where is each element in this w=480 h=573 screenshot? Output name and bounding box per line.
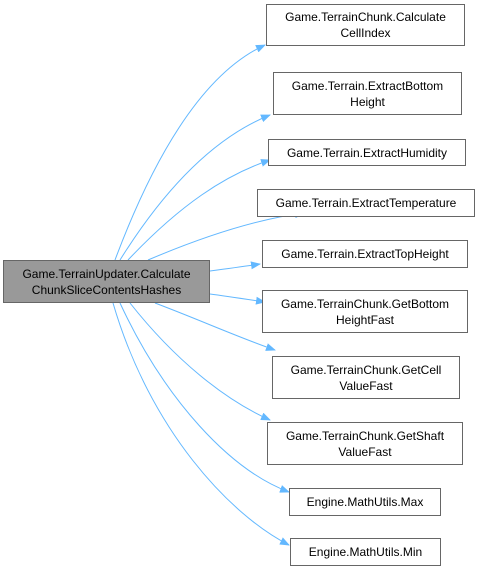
callee-node-line2: CellIndex <box>340 26 391 40</box>
callee-node-extract-bottom-height[interactable]: Game.Terrain.ExtractBottom Height <box>273 72 462 115</box>
callee-node-line1: Engine.MathUtils.Min <box>308 545 423 559</box>
callee-node-line1: Game.TerrainChunk.GetBottom <box>280 296 450 311</box>
callee-node-line1: Game.Terrain.ExtractHumidity <box>286 145 448 160</box>
edge-to-math-utils-min <box>112 302 290 546</box>
edge-to-math-utils-max <box>119 302 290 493</box>
callee-node-calculate-cell-index[interactable]: Game.TerrainChunk.Calculate CellIndex <box>266 4 465 46</box>
callee-node-extract-humidity[interactable]: Game.Terrain.ExtractHumidity <box>268 139 466 166</box>
callee-node-line1: Game.Terrain.ExtractBottom <box>291 78 444 93</box>
callee-node-line1: Game.Terrain.ExtractTopHeight <box>281 247 449 261</box>
callee-node-line1: Game.TerrainChunk.Calculate <box>285 10 446 24</box>
callee-node-line2: ValueFast <box>339 378 393 393</box>
callee-node-get-bottom-height-fast[interactable]: Game.TerrainChunk.GetBottom HeightFast <box>262 290 468 333</box>
callee-node-extract-temperature[interactable]: Game.Terrain.ExtractTemperature <box>257 189 475 217</box>
edge-to-extract-top-height <box>209 261 261 272</box>
callee-node-math-utils-max[interactable]: Engine.MathUtils.Max <box>289 488 441 516</box>
edge-to-extract-humidity <box>127 159 271 261</box>
root-node-line2: ChunkSliceContentsHashes <box>31 282 182 297</box>
root-node-line1: Game.TerrainUpdater.Calculate <box>22 266 191 281</box>
root-node[interactable]: Game.TerrainUpdater.Calculate ChunkSlice… <box>3 260 210 303</box>
edge-to-get-shaft-value-fast <box>129 302 271 421</box>
edge-to-get-bottom-height-fast <box>209 293 266 305</box>
callee-node-line2: ValueFast <box>338 444 392 459</box>
callee-node-math-utils-min[interactable]: Engine.MathUtils.Min <box>290 538 441 566</box>
callee-node-line1: Game.Terrain.ExtractTemperature <box>275 196 457 210</box>
edge-to-extract-bottom-height <box>119 114 271 261</box>
callee-node-extract-top-height[interactable]: Game.Terrain.ExtractTopHeight <box>262 240 468 268</box>
callee-node-line2: Height <box>350 94 385 109</box>
callee-node-line2: HeightFast <box>335 312 395 327</box>
callee-node-line1: Game.TerrainChunk.GetCell <box>290 362 442 377</box>
callee-node-line1: Game.TerrainChunk.GetShaft <box>285 428 445 443</box>
callee-node-line1: Engine.MathUtils.Max <box>306 495 424 509</box>
edge-to-calculate-cell-index <box>114 44 266 261</box>
edge-to-get-cell-value-fast <box>154 302 276 351</box>
callee-node-get-shaft-value-fast[interactable]: Game.TerrainChunk.GetShaft ValueFast <box>267 422 463 465</box>
callee-node-get-cell-value-fast[interactable]: Game.TerrainChunk.GetCell ValueFast <box>272 356 460 399</box>
